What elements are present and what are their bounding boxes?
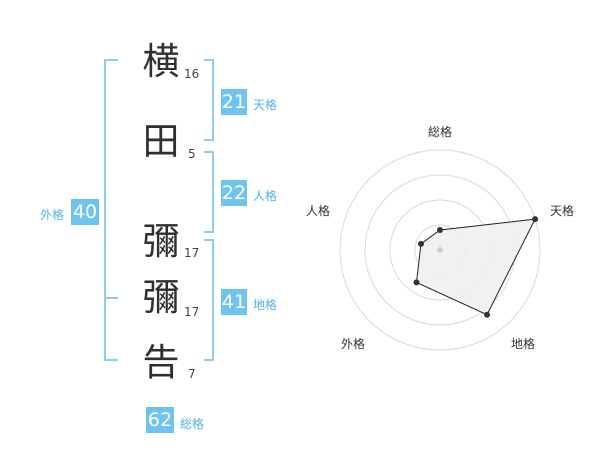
radar-point [437,227,443,233]
tenkaku-label: 天格 [253,98,278,112]
tenkaku-value: 21 [221,89,247,115]
name-char-2: 田 [142,120,180,163]
stroke-count-2: 5 [188,147,196,161]
radar-axis-label-jinkaku: 人格 [306,204,331,218]
stroke-count-5: 7 [188,367,196,381]
name-char-1: 横 [142,40,180,83]
name-char-3: 彌 [142,220,180,263]
soukaku-label: 総格 [180,417,205,431]
soukaku-value: 62 [146,407,174,433]
gaikaku-label: 外格 [40,208,65,222]
radar-point [484,311,491,318]
gaikaku-bracket-tick [104,297,118,299]
radar-point [532,216,539,223]
radar-point [413,279,420,286]
tenkaku-bracket [204,59,214,141]
radar-point [417,240,424,247]
radar-data-points [413,216,539,318]
radar-axis-label-tenkaku: 天格 [550,204,575,218]
radar-axis-label-gaikaku: 外格 [341,337,366,351]
radar-center-dot [437,247,443,253]
chikaku-label: 地格 [253,298,278,312]
gaikaku-bracket [104,59,118,361]
stroke-count-1: 16 [184,67,200,81]
stroke-count-4: 17 [184,305,200,319]
radar-ring [339,149,541,351]
name-char-4: 彌 [142,276,180,319]
jinkaku-bracket [204,151,214,233]
gaikaku-value: 40 [71,199,99,225]
stroke-count-3: 17 [184,246,200,260]
name-char-5: 告 [142,341,180,384]
radar-axis-label-chikaku: 地格 [511,337,536,351]
chikaku-value: 41 [221,289,247,315]
radar-axis-label-soukaku: 総格 [428,125,453,139]
radar-data-polygon [415,218,536,316]
jinkaku-label: 人格 [253,189,278,203]
jinkaku-value: 22 [221,180,247,206]
chikaku-bracket [204,239,214,361]
